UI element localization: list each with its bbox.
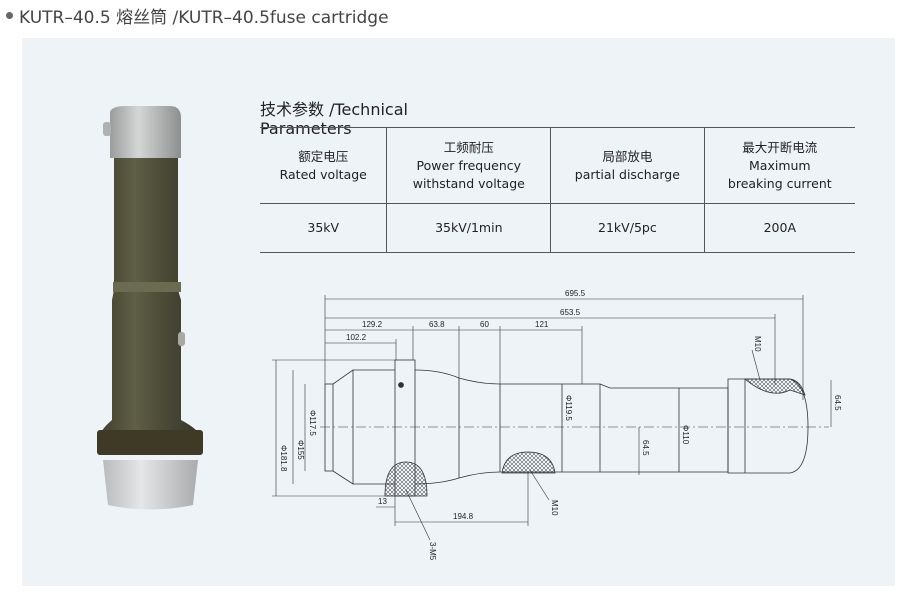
thread-flange: 3-M5 [428, 542, 437, 561]
col-breaking-current: 最大开断电流 Maximum breaking current [703, 127, 855, 204]
col-en2: breaking current [727, 175, 832, 191]
dim-d5: 102.2 [346, 333, 367, 342]
col-power-frequency: 工频耐压 Power frequency withstand voltage [386, 127, 551, 204]
value-partial-discharge: 21kV/5pc [550, 203, 705, 253]
dim-h-center: 64.5 [641, 440, 650, 456]
thread-top: M10 [753, 336, 762, 352]
page-title: KUTR–40.5 熔丝筒 /KUTR–40.5fuse cartridge [6, 3, 389, 28]
col-partial-discharge: 局部放电 partial discharge [550, 127, 705, 204]
dim-d2: 63.8 [429, 320, 445, 329]
dim-dia-face: Φ117.5 [308, 410, 317, 436]
dim-second: 653.5 [560, 308, 581, 317]
bullet-icon [6, 12, 13, 19]
value-rated-voltage: 35kV [260, 203, 387, 253]
dim-d3: 60 [480, 320, 489, 329]
dim-d4: 121 [535, 320, 549, 329]
table-header-row: 额定电压 Rated voltage 工频耐压 Power frequency wit… [260, 127, 855, 204]
dimension-labels: 695.5 653.5 129.2 63.8 60 121 102.2 Φ181… [279, 289, 842, 561]
col-en2: withstand voltage [412, 175, 525, 191]
dim-dia-tail: Φ110 [681, 425, 690, 445]
dim-dia-flange: Φ181.8 [279, 445, 288, 472]
col-en: Maximum [749, 157, 811, 173]
dim-dia-body: Φ119.5 [564, 395, 573, 421]
thread-bottom: M10 [550, 500, 559, 516]
col-cn: 额定电压 [298, 148, 349, 164]
dim-194: 194.8 [453, 512, 474, 521]
col-en: Power frequency [416, 157, 522, 173]
dim-h-right: 64.5 [833, 395, 842, 411]
table-row: 35kV 35kV/1min 21kV/5pc 200A [260, 203, 855, 253]
params-title-line1: 技术参数 /Technical [260, 100, 408, 119]
col-cn: 最大开断电流 [742, 139, 818, 155]
col-rated-voltage: 额定电压 Rated voltage [260, 127, 387, 204]
dimension-lines [272, 295, 832, 541]
page-title-text: KUTR–40.5 熔丝筒 /KUTR–40.5fuse cartridge [19, 8, 389, 28]
value-breaking-current: 200A [703, 203, 855, 253]
col-en: partial discharge [574, 166, 680, 182]
col-cn: 局部放电 [602, 148, 653, 164]
params-table: 额定电压 Rated voltage 工频耐压 Power frequency wit… [260, 127, 855, 253]
dim-d1: 129.2 [362, 320, 383, 329]
outline [320, 359, 829, 497]
col-en: Rated voltage [279, 166, 367, 182]
dim-overall: 695.5 [565, 289, 586, 298]
dim-dia-cone: Φ155 [296, 440, 305, 460]
dim-13: 13 [378, 497, 387, 506]
col-cn: 工频耐压 [443, 139, 494, 155]
value-power-frequency: 35kV/1min [386, 203, 551, 253]
